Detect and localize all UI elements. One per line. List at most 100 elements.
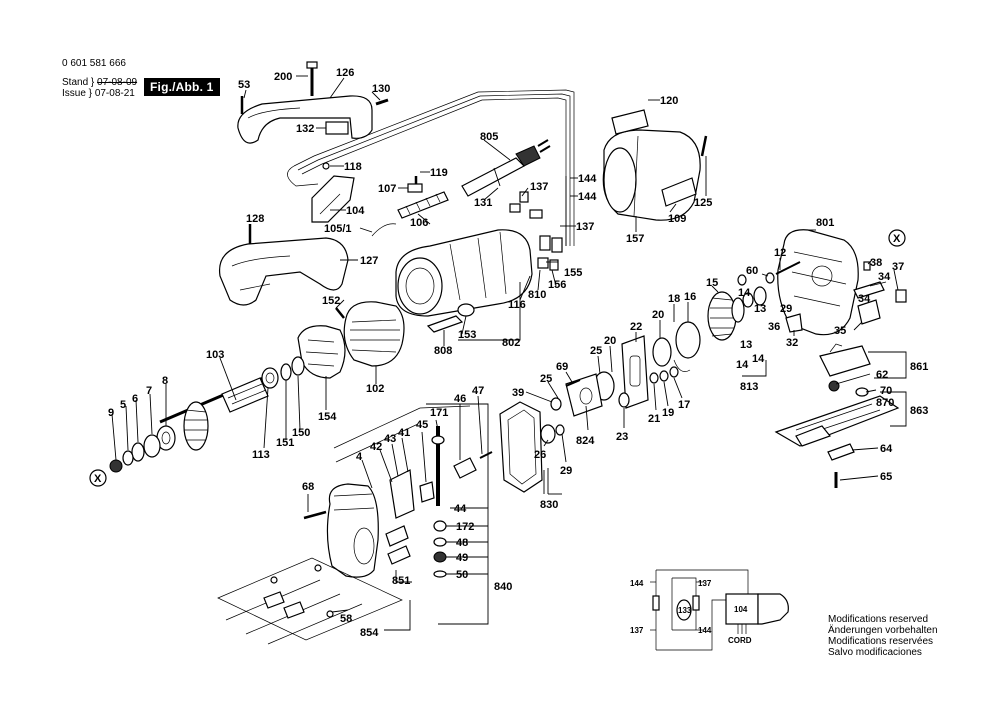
label-127: 127 xyxy=(360,255,378,267)
lever-34 xyxy=(853,281,885,299)
label-830: 830 xyxy=(540,499,558,511)
label-34: 34 xyxy=(878,271,891,283)
screw-200 xyxy=(306,61,318,96)
label-14c: 14 xyxy=(752,353,765,365)
label-13b: 13 xyxy=(740,339,752,351)
label-153: 153 xyxy=(458,329,476,341)
label-25b: 25 xyxy=(540,373,552,385)
cable-sleeve-106 xyxy=(397,191,449,219)
screw-68 xyxy=(303,510,327,520)
screw-125 xyxy=(700,135,708,157)
gear-15 xyxy=(707,291,745,341)
label-144b: 144 xyxy=(578,191,597,203)
label-157: 157 xyxy=(626,233,644,245)
label-802: 802 xyxy=(502,337,520,349)
label-25a: 25 xyxy=(590,345,602,357)
label-26: 26 xyxy=(534,449,546,461)
plate-808 xyxy=(426,315,464,333)
label-861: 861 xyxy=(910,361,928,373)
part-19 xyxy=(659,370,669,382)
label-49: 49 xyxy=(456,552,468,564)
guide-rail-854 xyxy=(217,557,403,645)
gasket-830 xyxy=(499,401,543,493)
wire-label-104: 104 xyxy=(734,605,748,614)
ring-150 xyxy=(291,356,305,376)
label-8: 8 xyxy=(162,375,168,387)
bearing-23 xyxy=(618,392,630,408)
label-38: 38 xyxy=(870,257,882,269)
label-150: 150 xyxy=(292,427,310,439)
label-805: 805 xyxy=(480,131,498,143)
issue-date: 07-08-21 xyxy=(94,88,135,99)
leader-lines xyxy=(111,75,899,613)
label-60: 60 xyxy=(746,265,758,277)
label-131: 131 xyxy=(474,197,492,209)
label-42: 42 xyxy=(370,441,382,453)
label-29a: 29 xyxy=(780,303,792,315)
issue-label: Issue xyxy=(62,88,86,99)
label-132: 132 xyxy=(296,123,314,135)
component-133-shape xyxy=(676,599,692,621)
label-125: 125 xyxy=(694,197,712,209)
saw-clamp-41 xyxy=(389,469,415,519)
label-14b: 14 xyxy=(736,359,749,371)
label-156: 156 xyxy=(548,279,566,291)
shoe-lever-861 xyxy=(819,343,871,377)
screw-47 xyxy=(479,451,493,459)
knob-37 xyxy=(895,289,907,303)
label-20b: 20 xyxy=(604,335,616,347)
label-118: 118 xyxy=(344,161,362,173)
part-45 xyxy=(419,481,435,503)
nut-9 xyxy=(109,459,123,473)
label-109 xyxy=(661,177,697,207)
base-plate-863 xyxy=(774,395,900,447)
part-21 xyxy=(649,372,659,384)
screw-118 xyxy=(322,162,330,170)
label-200: 200 xyxy=(274,71,292,83)
ring-7 xyxy=(143,434,161,458)
nut-5 xyxy=(122,450,134,466)
label-6: 6 xyxy=(132,393,138,405)
part-number: 0 601 581 666 xyxy=(62,58,126,69)
wire-label-144-a: 144 xyxy=(630,579,644,588)
label-15: 15 xyxy=(706,277,718,289)
label-45: 45 xyxy=(416,419,428,431)
label-171: 171 xyxy=(430,407,448,419)
wire-label-137-a: 137 xyxy=(698,579,712,588)
label-130: 130 xyxy=(372,83,390,95)
spring-16 xyxy=(673,359,691,372)
screw-38 xyxy=(863,261,871,271)
label-120 xyxy=(611,109,649,135)
label-x-left: X xyxy=(94,473,102,485)
label-107: 107 xyxy=(378,183,396,195)
label-12: 12 xyxy=(774,247,786,259)
group-brackets xyxy=(384,176,907,631)
wire-harness-144 xyxy=(287,89,575,246)
brush-holders-116 xyxy=(537,235,563,271)
label-39: 39 xyxy=(512,387,524,399)
label-21: 21 xyxy=(648,413,660,425)
modifications-fr: Modifications reservées xyxy=(828,636,934,647)
clip-131 xyxy=(493,167,501,187)
label-102: 102 xyxy=(366,383,384,395)
label-824: 824 xyxy=(576,435,595,447)
label-126: 126 xyxy=(336,67,354,79)
handle-cover-126 xyxy=(237,95,373,144)
label-103: 103 xyxy=(206,349,224,361)
label-137b: 137 xyxy=(576,221,594,233)
part-851a xyxy=(385,525,409,547)
part-17 xyxy=(669,366,679,378)
stand-label: Stand xyxy=(62,77,89,88)
screw-12 xyxy=(775,261,801,275)
label-36: 36 xyxy=(768,321,780,333)
wire-105-1 xyxy=(371,223,397,237)
label-116: 116 xyxy=(508,299,526,311)
label-35: 35 xyxy=(834,325,846,337)
label-109: 109 xyxy=(668,213,686,225)
power-cord-805 xyxy=(461,139,551,197)
label-154: 154 xyxy=(318,411,337,423)
screw-152 xyxy=(335,307,345,319)
label-20a: 20 xyxy=(652,309,664,321)
screw-130 xyxy=(375,98,389,106)
